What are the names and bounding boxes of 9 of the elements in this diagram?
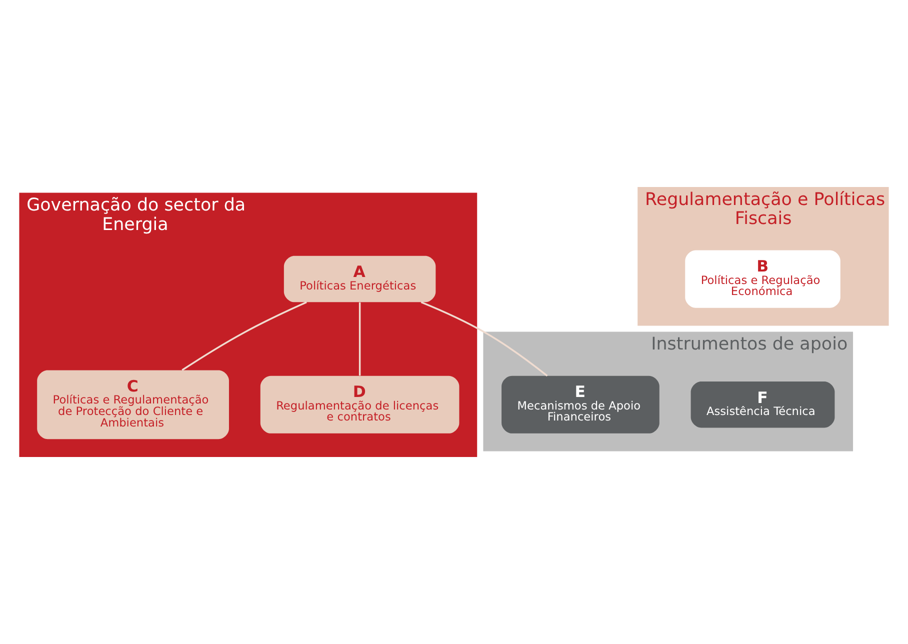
node-box: D Regulamentação de licenças e contratos (260, 376, 460, 434)
node-box: F Assistência Técnica (690, 382, 835, 428)
node-box: B Políticas e Regulação Económica (685, 250, 840, 308)
node-box: A Políticas Energéticas (284, 256, 436, 302)
node-box: E Mecanismos de Apoio Financeiros (502, 376, 660, 434)
connector (420, 301, 548, 377)
connector (182, 301, 307, 371)
connector (358, 302, 361, 376)
node-box: C Políticas e Regulamentação de Protecção do Cliente e Ambientais (37, 370, 229, 440)
